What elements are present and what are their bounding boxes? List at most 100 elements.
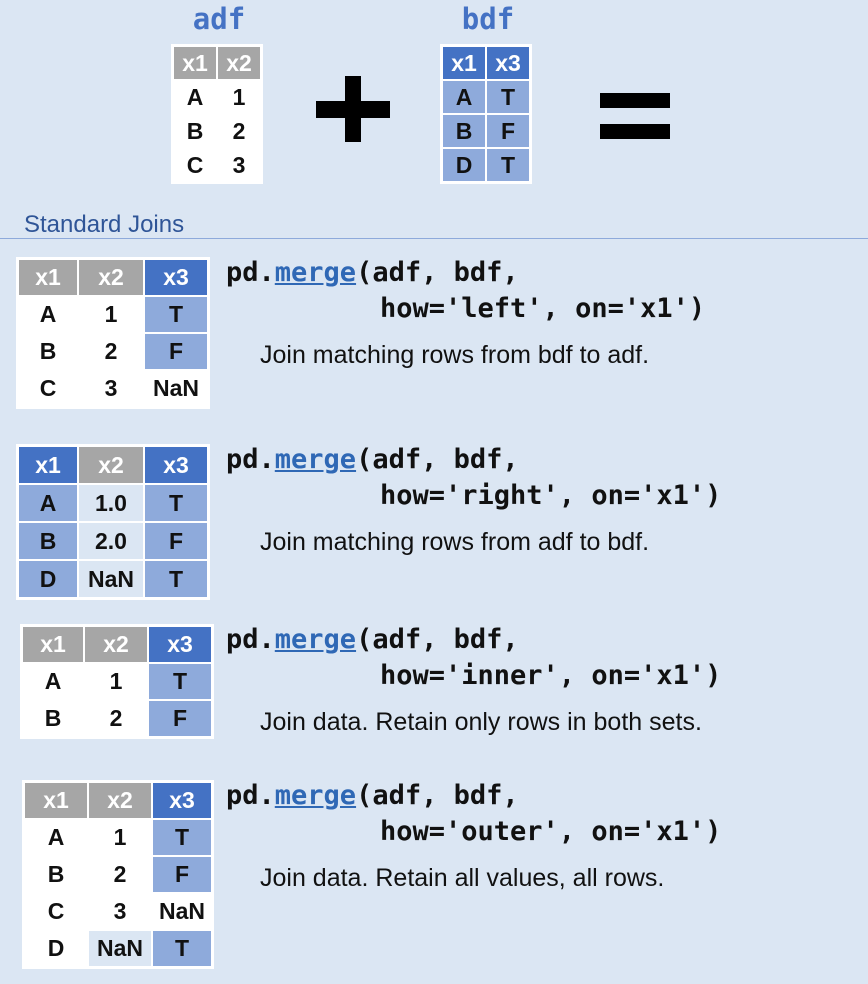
bdf-title: bdf (461, 2, 515, 36)
code-line-2: how='left', on='x1') (380, 293, 706, 324)
result-header-cell: x1 (22, 626, 84, 663)
result-cell: F (144, 522, 208, 560)
result-cell: C (24, 893, 88, 930)
merge-function-link[interactable]: merge (274, 624, 357, 655)
bdf-cell: A (442, 80, 486, 114)
result-cell: 2.0 (78, 522, 144, 560)
result-cell: 2 (88, 856, 152, 893)
result-cell: B (22, 700, 84, 737)
join-description: Join data. Retain only rows in both sets… (260, 708, 702, 736)
result-cell: 1 (88, 819, 152, 856)
adf-cell: 3 (217, 148, 261, 182)
result-cell: NaN (78, 560, 144, 598)
result-cell: 1.0 (78, 484, 144, 522)
code-prefix: pd. (226, 257, 275, 288)
result-cell: B (18, 522, 78, 560)
adf-title: adf (192, 2, 246, 36)
result-header-cell: x1 (24, 782, 88, 819)
result-cell: D (24, 930, 88, 967)
result-cell: C (18, 370, 78, 407)
result-cell: T (148, 663, 212, 700)
bdf-cell: T (486, 80, 530, 114)
adf-cell: 2 (217, 114, 261, 148)
code-args: (adf, bdf, (356, 780, 519, 811)
code-prefix: pd. (226, 624, 275, 655)
result-cell: D (18, 560, 78, 598)
code-args: (adf, bdf, (356, 257, 519, 288)
result-cell: F (148, 700, 212, 737)
result-cell: NaN (152, 893, 212, 930)
result-cell: T (144, 484, 208, 522)
adf-header-cell: x1 (173, 46, 217, 80)
merge-code: pd.merge(adf, bdf,how='right', on='x1') (226, 442, 721, 514)
adf-table: x1 x2 A 1 B 2 C 3 (171, 44, 263, 184)
result-cell: F (144, 333, 208, 370)
merge-code: pd.merge(adf, bdf,how='left', on='x1') (226, 255, 705, 327)
result-header-cell: x2 (84, 626, 148, 663)
section-divider (0, 238, 868, 239)
result-header-cell: x3 (148, 626, 212, 663)
result-header-cell: x1 (18, 259, 78, 296)
section-label: Standard Joins (24, 211, 185, 238)
result-cell: 3 (78, 370, 144, 407)
bdf-table: x1 x3 A T B F D T (440, 44, 532, 184)
bdf-cell: B (442, 114, 486, 148)
code-args: (adf, bdf, (356, 624, 519, 655)
code-line-1: pd.merge(adf, bdf, (226, 778, 721, 814)
join-description: Join data. Retain all values, all rows. (260, 864, 665, 892)
adf-cell: B (173, 114, 217, 148)
result-cell: 2 (84, 700, 148, 737)
result-header-cell: x3 (144, 259, 208, 296)
result-cell: T (152, 819, 212, 856)
result-cell: B (24, 856, 88, 893)
adf-cell: C (173, 148, 217, 182)
result-cell: A (22, 663, 84, 700)
result-header-cell: x2 (88, 782, 152, 819)
code-line-2: how='right', on='x1') (380, 480, 722, 511)
result-cell: F (152, 856, 212, 893)
bdf-header-cell: x1 (442, 46, 486, 80)
result-header-cell: x2 (78, 259, 144, 296)
join-description: Join matching rows from adf to bdf. (260, 528, 650, 556)
result-cell: A (18, 296, 78, 333)
adf-cell: A (173, 80, 217, 114)
bdf-cell: D (442, 148, 486, 182)
result-cell: T (144, 296, 208, 333)
adf-header-cell: x2 (217, 46, 261, 80)
code-line-1: pd.merge(adf, bdf, (226, 622, 721, 658)
bdf-header-cell: x3 (486, 46, 530, 80)
code-line-2: how='outer', on='x1') (380, 816, 722, 847)
join-description: Join matching rows from bdf to adf. (260, 341, 650, 369)
result-cell: 1 (78, 296, 144, 333)
merge-code: pd.merge(adf, bdf,how='inner', on='x1') (226, 622, 721, 694)
bdf-cell: F (486, 114, 530, 148)
merge-function-link[interactable]: merge (274, 780, 357, 811)
result-header-cell: x1 (18, 446, 78, 484)
result-header-cell: x3 (144, 446, 208, 484)
result-cell: T (152, 930, 212, 967)
result-header-cell: x3 (152, 782, 212, 819)
bdf-cell: T (486, 148, 530, 182)
result-cell: 1 (84, 663, 148, 700)
merge-function-link[interactable]: merge (274, 257, 357, 288)
merge-function-link[interactable]: merge (274, 444, 357, 475)
code-line-1: pd.merge(adf, bdf, (226, 255, 705, 291)
result-cell: 2 (78, 333, 144, 370)
result-cell: A (24, 819, 88, 856)
code-prefix: pd. (226, 780, 275, 811)
result-cell: A (18, 484, 78, 522)
result-header-cell: x2 (78, 446, 144, 484)
merge-code: pd.merge(adf, bdf,how='outer', on='x1') (226, 778, 721, 850)
result-cell: T (144, 560, 208, 598)
result-cell: 3 (88, 893, 152, 930)
adf-cell: 1 (217, 80, 261, 114)
code-line-1: pd.merge(adf, bdf, (226, 442, 721, 478)
result-cell: NaN (144, 370, 208, 407)
result-cell: NaN (88, 930, 152, 967)
result-cell: B (18, 333, 78, 370)
code-prefix: pd. (226, 444, 275, 475)
